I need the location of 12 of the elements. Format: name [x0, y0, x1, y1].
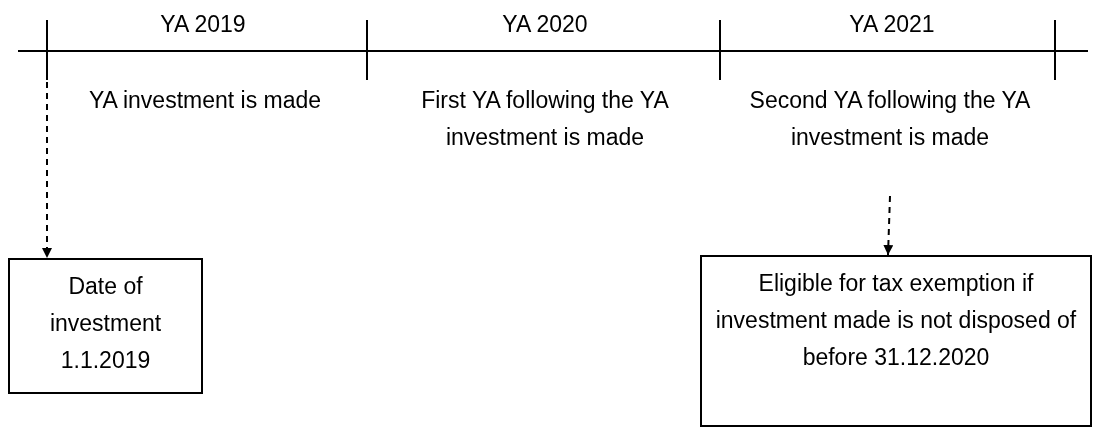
dashed-arrow	[883, 195, 894, 256]
period-description: First YA following the YA investment is made	[420, 86, 670, 152]
year-label: YA 2021	[848, 10, 936, 39]
note-box	[8, 258, 203, 394]
period-description: YA investment is made	[87, 86, 323, 115]
year-label: YA 2020	[501, 10, 589, 39]
note-text: Date of investment 1.1.2019	[48, 272, 163, 375]
period-description: Second YA following the YA investment is made	[735, 82, 1045, 196]
dashed-arrow	[42, 81, 52, 259]
note-text: Eligible for tax exemption if investment made is not disposed of before 31.12.2020	[714, 269, 1078, 372]
year-label: YA 2019	[159, 10, 247, 39]
note-box	[700, 255, 1092, 427]
